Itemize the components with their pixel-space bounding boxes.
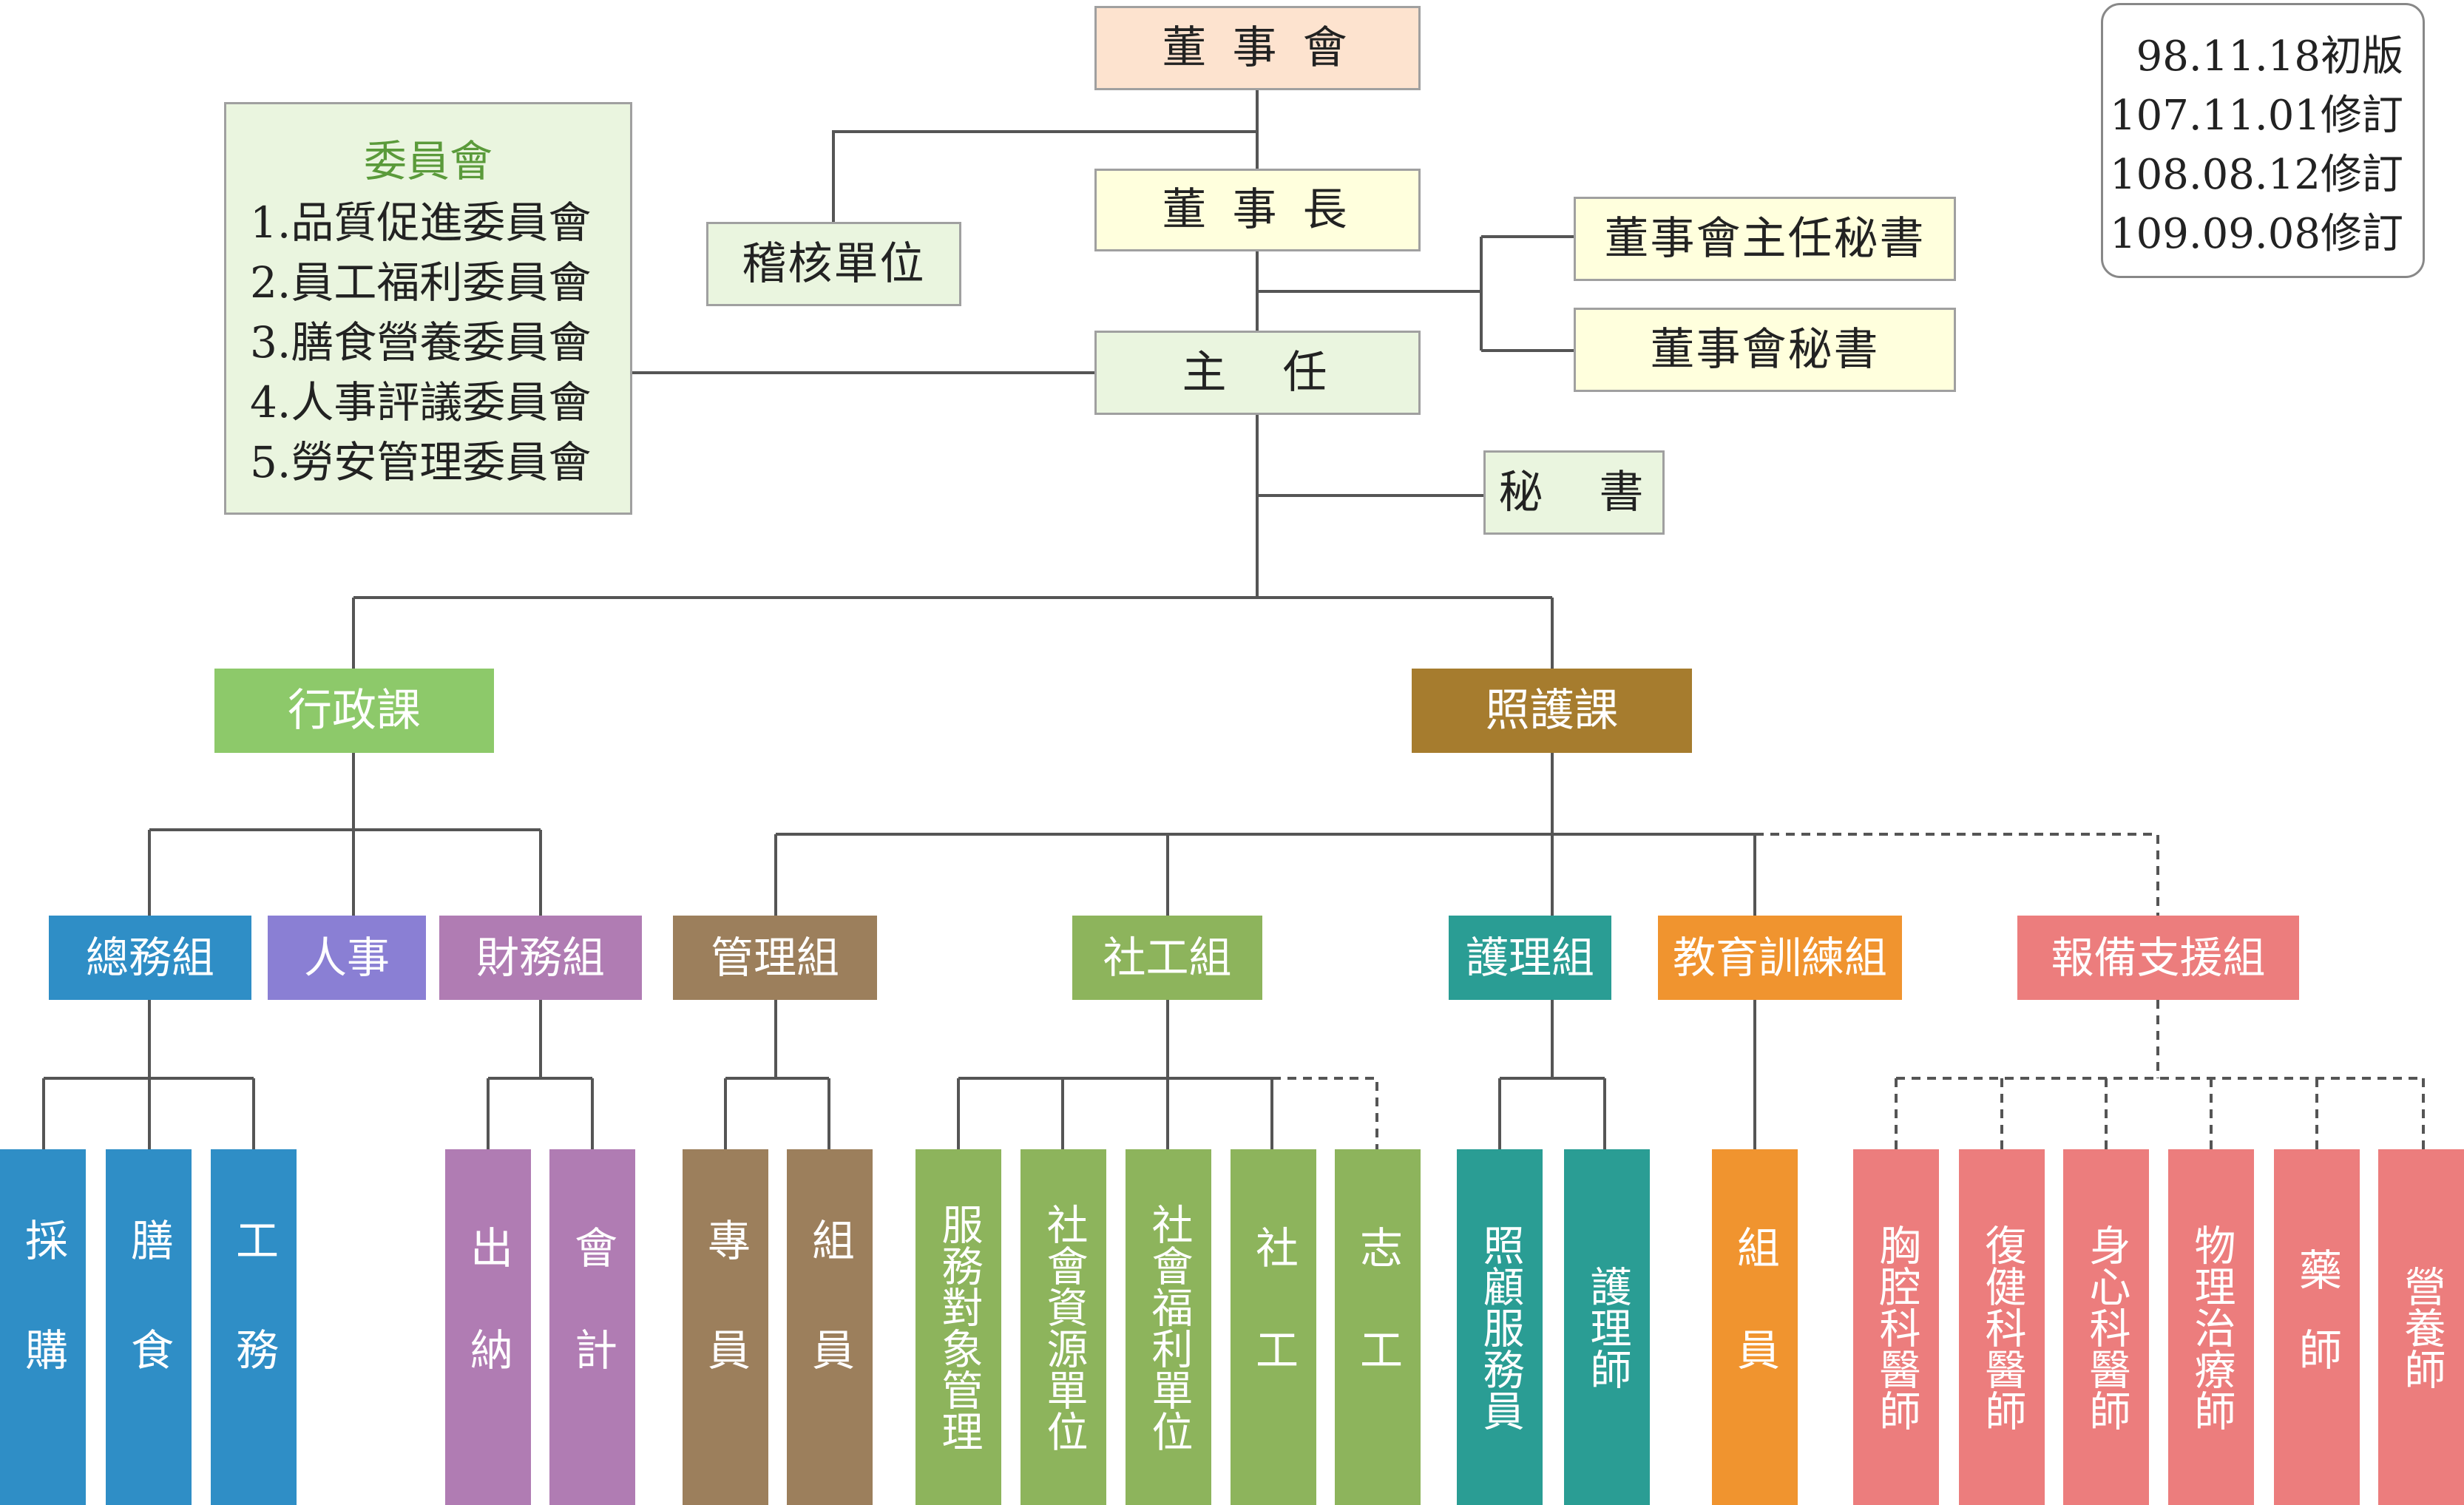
support-unit-box: 報備支援組 xyxy=(2017,916,2299,1000)
staff-label: 營養師 xyxy=(2397,1265,2446,1390)
staff-label: 工務 xyxy=(229,1217,279,1437)
staff-label: 社會福利單位 xyxy=(1145,1203,1193,1452)
staff-box-pharmacist: 藥師 xyxy=(2274,1149,2360,1505)
director-box: 主 任 xyxy=(1094,331,1421,415)
secretary-box: 秘 書 xyxy=(1483,450,1665,535)
staff-box-social-resources: 社會資源單位 xyxy=(1021,1149,1106,1505)
audit-unit-box: 稽核單位 xyxy=(706,222,961,306)
staff-box-psychiatrist: 身心科醫師 xyxy=(2063,1149,2149,1505)
committee-item: 4.人事評議委員會 xyxy=(250,377,592,427)
staff-box-chest-physician: 胸腔科醫師 xyxy=(1853,1149,1939,1505)
staff-label: 復健科醫師 xyxy=(1978,1223,2026,1431)
staff-label: 採購 xyxy=(18,1217,68,1437)
education-training-unit-box: 教育訓練組 xyxy=(1658,916,1902,1000)
version-line: 109.09.08修訂 xyxy=(2109,210,2403,258)
staff-label: 照顧服務員 xyxy=(1476,1223,1524,1431)
staff-box-specialist: 專員 xyxy=(683,1149,768,1505)
general-affairs-unit-box: 總務組 xyxy=(49,916,251,1000)
staff-box-nurse: 護理師 xyxy=(1564,1149,1650,1505)
board-secretary-box: 董事會秘書 xyxy=(1574,308,1956,392)
board-box: 董 事 會 xyxy=(1094,6,1421,90)
chairman-box: 董 事 長 xyxy=(1094,169,1421,251)
board-chief-secretary-box: 董事會主任秘書 xyxy=(1574,197,1956,281)
version-line: 108.08.12修訂 xyxy=(2109,151,2403,199)
care-section-box: 照護課 xyxy=(1412,669,1692,753)
staff-box-accounting: 會計 xyxy=(549,1149,635,1505)
staff-label: 專員 xyxy=(700,1217,751,1437)
staff-box-social-welfare: 社會福利單位 xyxy=(1126,1149,1211,1505)
committee-item: 1.品質促進委員會 xyxy=(250,197,592,248)
version-line: 98.11.18初版 xyxy=(2136,33,2403,81)
staff-label: 出納 xyxy=(463,1225,513,1430)
staff-box-works: 工務 xyxy=(211,1149,297,1505)
version-line: 107.11.01修訂 xyxy=(2109,92,2403,140)
version-notes: 98.11.18初版 107.11.01修訂 108.08.12修訂 109.0… xyxy=(2101,3,2425,278)
social-work-unit-box: 社工組 xyxy=(1072,916,1262,1000)
staff-box-procurement: 採購 xyxy=(0,1149,86,1505)
staff-label: 身心科醫師 xyxy=(2082,1223,2130,1431)
staff-box-cashier: 出納 xyxy=(445,1149,531,1505)
staff-box-rehab-physician: 復健科醫師 xyxy=(1959,1149,2045,1505)
staff-label: 社會資源單位 xyxy=(1040,1203,1088,1452)
staff-box-physiotherapist: 物理治療師 xyxy=(2168,1149,2254,1505)
staff-label: 會計 xyxy=(567,1225,617,1430)
management-unit-box: 管理組 xyxy=(673,916,877,1000)
personnel-unit-box: 人事 xyxy=(268,916,426,1000)
staff-box-social-worker: 社工 xyxy=(1231,1149,1316,1505)
admin-section-box: 行政課 xyxy=(214,669,494,753)
staff-label: 藥師 xyxy=(2292,1247,2342,1407)
staff-label: 組員 xyxy=(805,1217,855,1437)
committee-item: 5.勞安管理委員會 xyxy=(250,437,592,487)
committee-box: 委員會 1.品質促進委員會 2.員工福利委員會 3.膳食營養委員會 4.人事評議… xyxy=(224,102,632,515)
staff-label: 組員 xyxy=(1730,1225,1780,1430)
committee-item: 2.員工福利委員會 xyxy=(250,257,592,308)
staff-box-mgmt-member: 組員 xyxy=(787,1149,873,1505)
staff-box-edu-member: 組員 xyxy=(1712,1149,1798,1505)
staff-box-volunteer: 志工 xyxy=(1335,1149,1421,1505)
staff-label: 胸腔科醫師 xyxy=(1872,1223,1920,1431)
staff-box-dietitian: 營養師 xyxy=(2378,1149,2464,1505)
finance-unit-box: 財務組 xyxy=(439,916,642,1000)
staff-label: 物理治療師 xyxy=(2187,1223,2235,1431)
nursing-unit-box: 護理組 xyxy=(1449,916,1611,1000)
staff-box-service-management: 服務對象管理 xyxy=(915,1149,1001,1505)
staff-box-catering: 膳食 xyxy=(106,1149,192,1505)
staff-box-care-attendant: 照顧服務員 xyxy=(1457,1149,1543,1505)
staff-label: 護理師 xyxy=(1583,1265,1631,1390)
committee-title: 委員會 xyxy=(363,136,493,186)
staff-label: 膳食 xyxy=(123,1217,174,1437)
staff-label: 社工 xyxy=(1248,1225,1299,1430)
committee-item: 3.膳食營養委員會 xyxy=(250,317,592,368)
staff-label: 服務對象管理 xyxy=(935,1203,983,1452)
staff-label: 志工 xyxy=(1353,1225,1403,1430)
